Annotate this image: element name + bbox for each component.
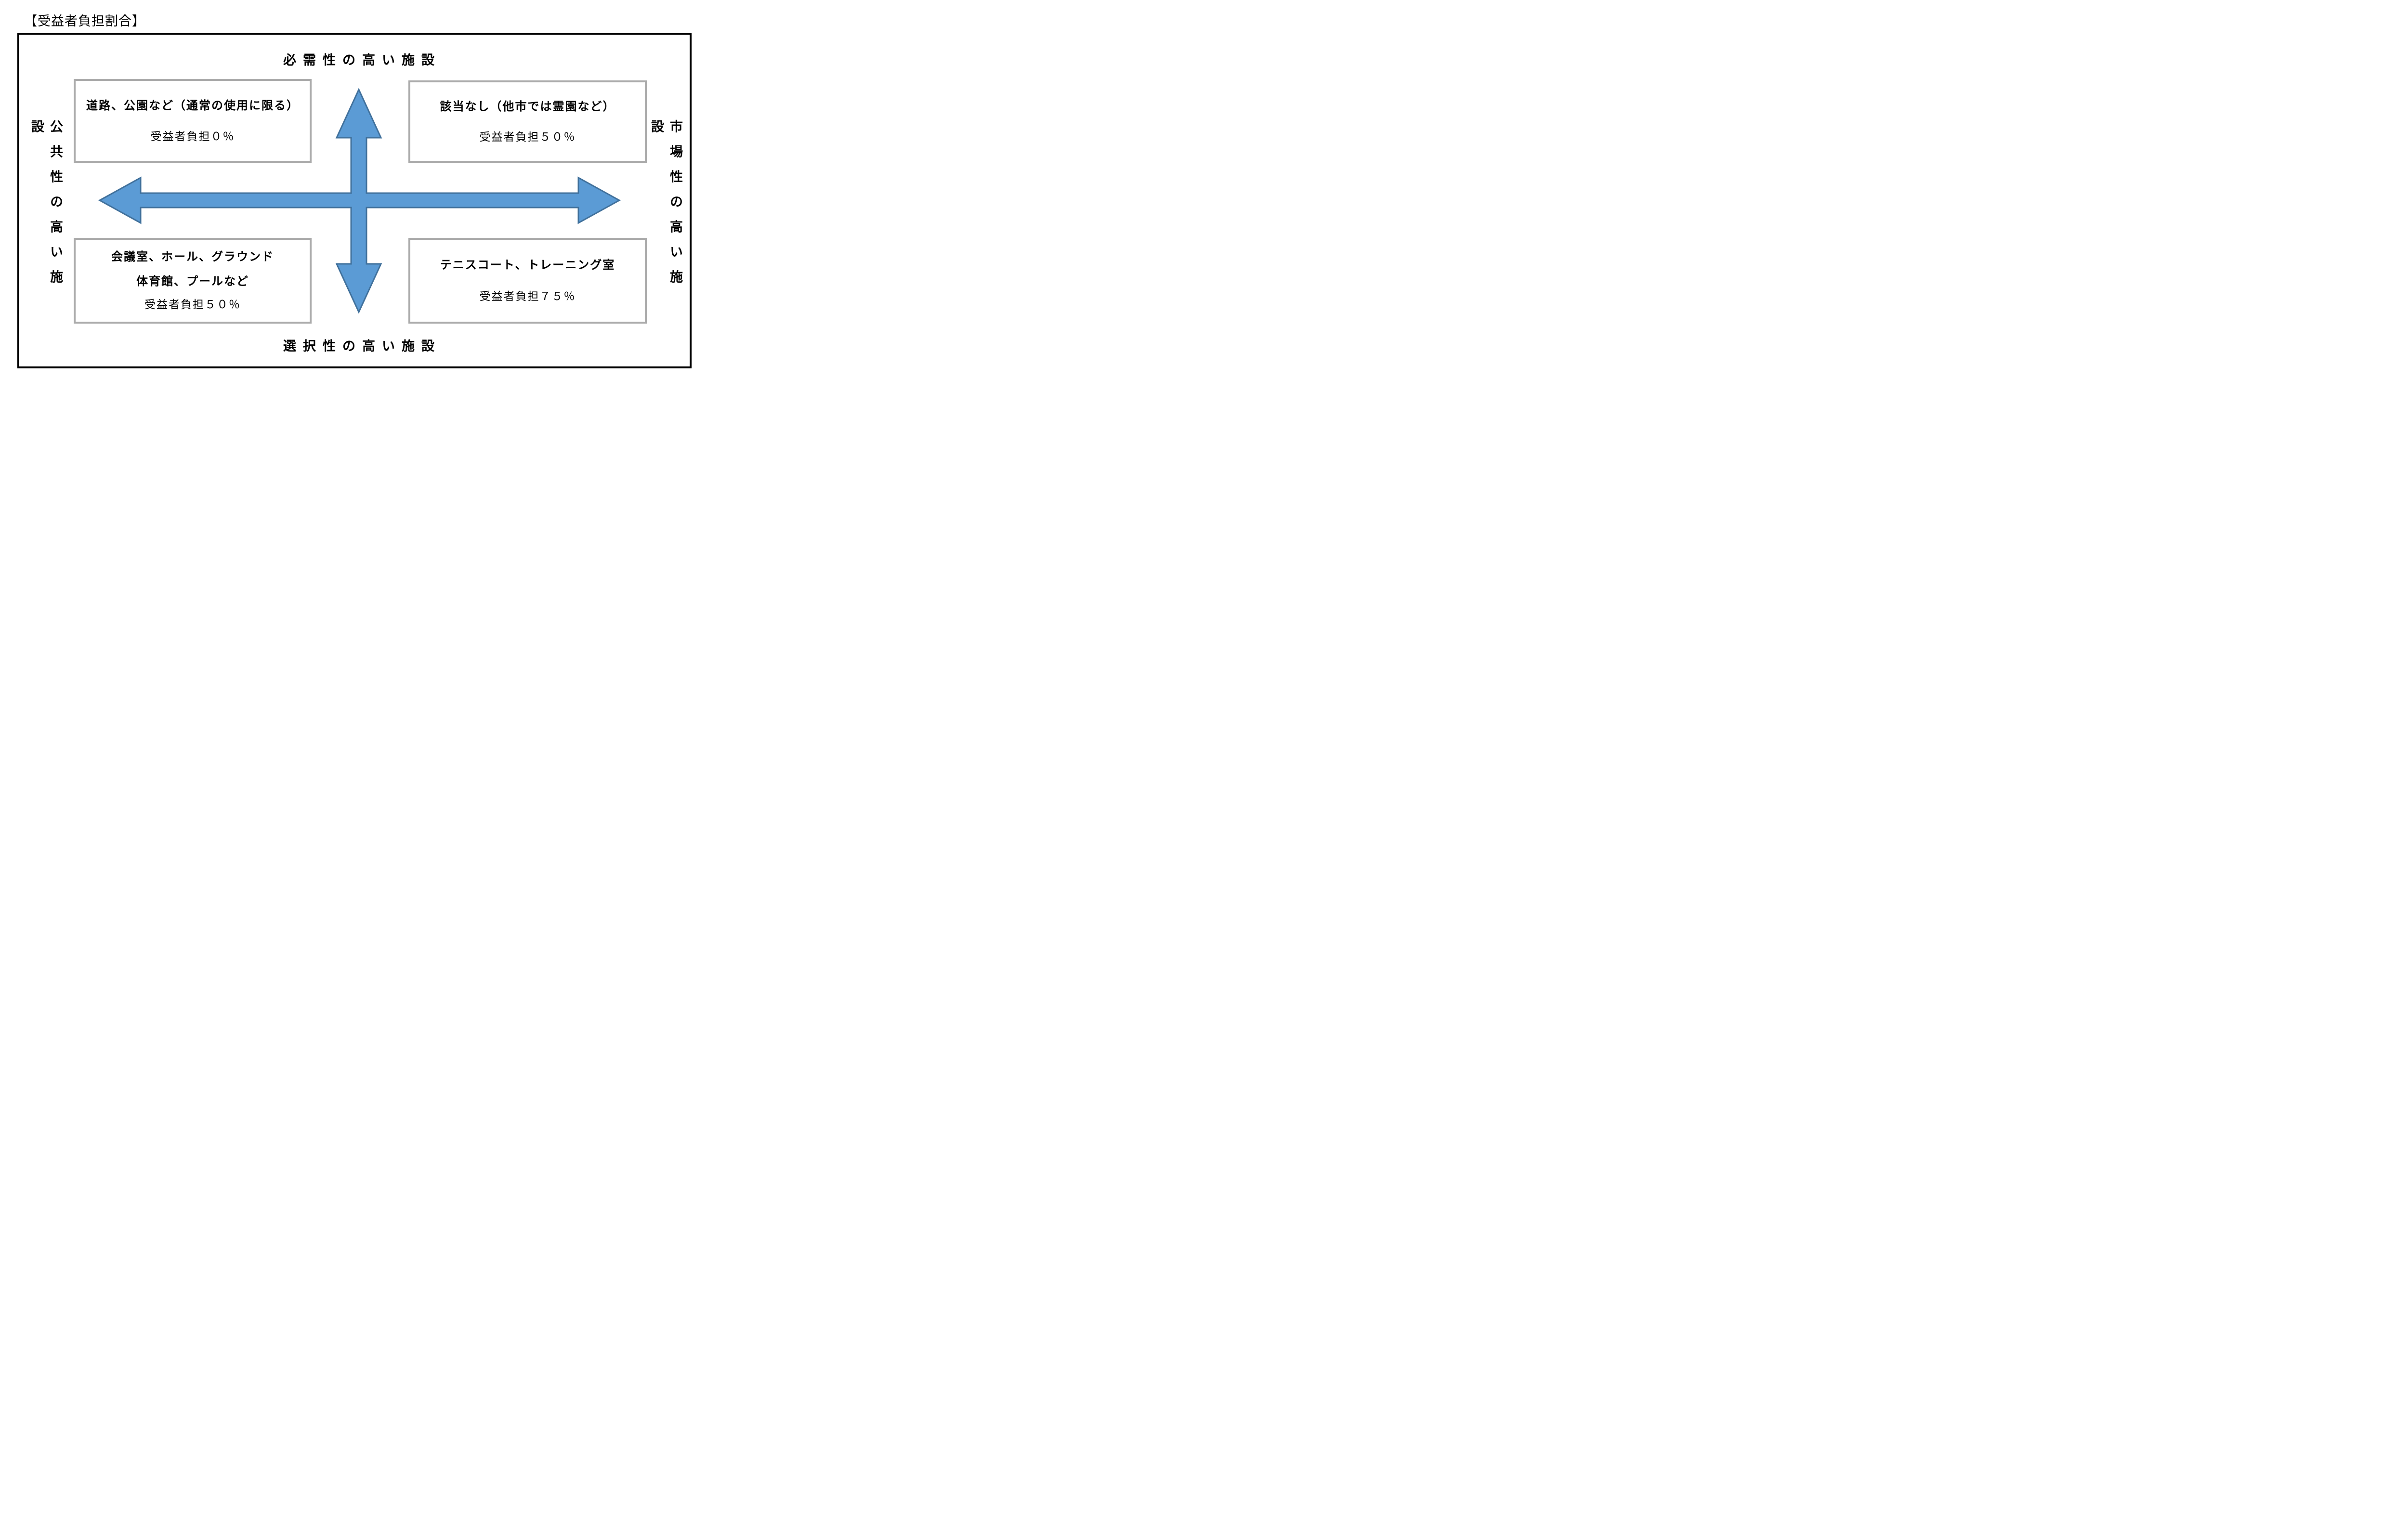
quadrant-burden: 受益者負担０％	[150, 130, 235, 143]
axis-label-left: 公共性の高い施設	[29, 119, 63, 295]
quadrant-box-top-left: 道路、公園など（通常の使用に限る） 受益者負担０％	[74, 79, 312, 163]
cross-arrows	[98, 88, 621, 314]
quadrant-burden: 受益者負担５０％	[479, 130, 576, 143]
quadrant-facilities-2: 体育館、プールなど	[136, 274, 249, 288]
quadrant-facilities: 道路、公園など（通常の使用に限る）	[86, 98, 299, 112]
quadrant-diagram-page: 【受益者負担割合】 必需性の高い施設 選択性の高い施設 公共性の高い施設 市場性…	[0, 0, 709, 385]
quadrant-box-bottom-right: テニスコート、トレーニング室 受益者負担７５％	[408, 238, 647, 324]
axis-label-bottom: 選択性の高い施設	[283, 339, 441, 354]
quadrant-burden: 受益者負担５０％	[144, 298, 241, 311]
quadrant-facilities: テニスコート、トレーニング室	[440, 258, 615, 272]
axis-label-right: 市場性の高い施設	[649, 119, 682, 295]
quadrant-box-top-right: 該当なし（他市では霊園など） 受益者負担５０％	[408, 80, 647, 163]
axis-label-top: 必需性の高い施設	[283, 53, 441, 68]
quadrant-facilities: 会議室、ホール、グラウンド	[111, 250, 274, 264]
quadrant-facilities: 該当なし（他市では霊園など）	[440, 99, 615, 113]
quadrant-box-bottom-left: 会議室、ホール、グラウンド 体育館、プールなど 受益者負担５０％	[74, 238, 312, 324]
quadrant-burden: 受益者負担７５％	[479, 290, 576, 303]
page-title: 【受益者負担割合】	[24, 14, 145, 29]
four-way-arrow-icon	[98, 88, 621, 314]
